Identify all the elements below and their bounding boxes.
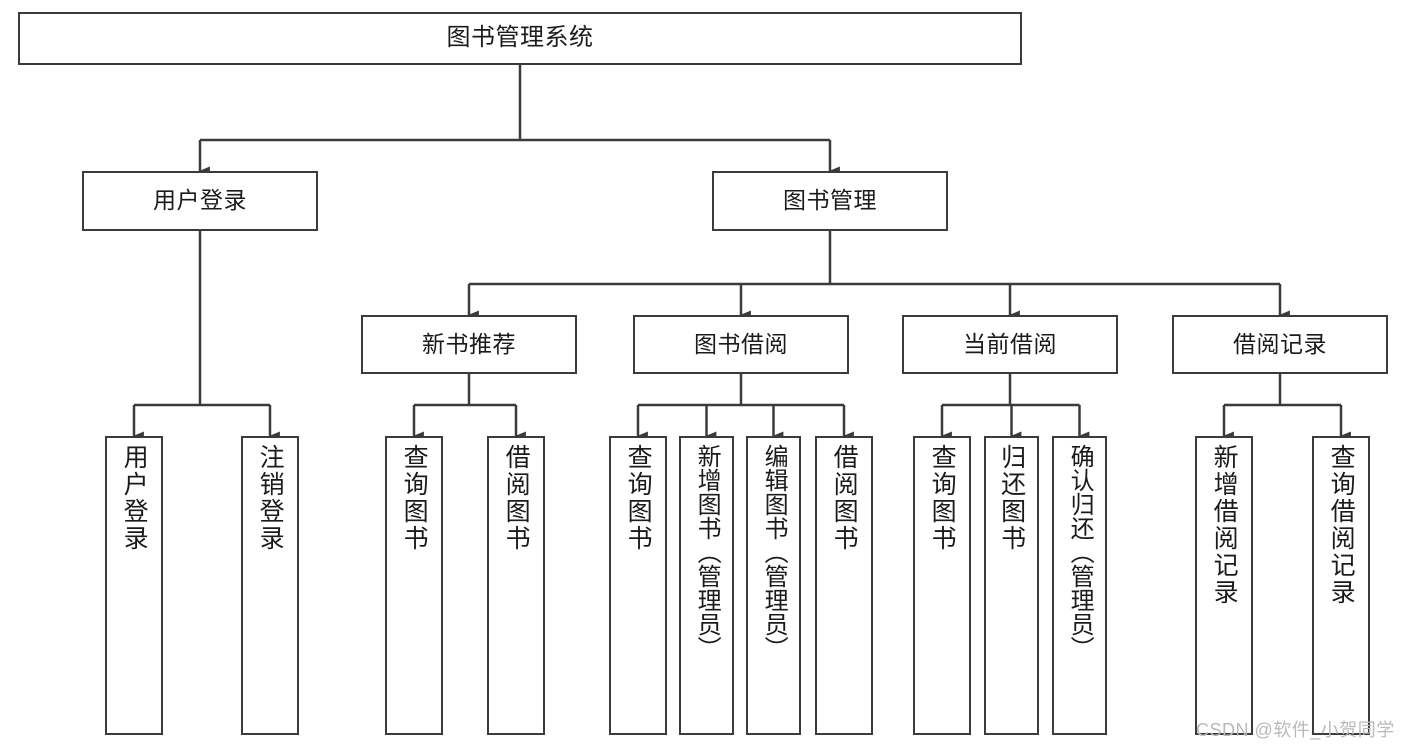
node-label-leaf_add_book: 新增图书（管理员） (693, 444, 721, 660)
node-leaf_query_b1[interactable]: 查询图书 (385, 436, 443, 735)
node-leaf_return[interactable]: 归还图书 (984, 436, 1039, 735)
node-label-leaf_query_b3: 查询图书 (928, 444, 957, 552)
node-label-root: 图书管理系统 (446, 24, 594, 52)
node-label-book_borrow: 图书借阅 (694, 330, 788, 357)
node-book_borrow[interactable]: 图书借阅 (633, 315, 849, 374)
node-label-leaf_query_rec: 查询借阅记录 (1327, 444, 1356, 606)
node-leaf_query_b3[interactable]: 查询图书 (913, 436, 971, 735)
node-leaf_query_b2[interactable]: 查询图书 (609, 436, 667, 735)
node-label-leaf_logout: 注销登录 (256, 444, 285, 552)
node-label-book_manage: 图书管理 (783, 187, 877, 214)
node-leaf_query_rec[interactable]: 查询借阅记录 (1312, 436, 1370, 735)
node-label-leaf_add_rec: 新增借阅记录 (1210, 444, 1239, 606)
node-leaf_user_login[interactable]: 用户登录 (105, 436, 163, 735)
node-label-leaf_query_b1: 查询图书 (400, 444, 429, 552)
node-leaf_confirm[interactable]: 确认归还（管理员） (1052, 436, 1107, 735)
node-label-new_book_rec: 新书推荐 (422, 330, 516, 357)
node-label-leaf_borrow_b1: 借阅图书 (502, 444, 531, 552)
node-current_borrow[interactable]: 当前借阅 (902, 315, 1118, 374)
watermark-text: CSDN @软件_小贺同学 (1196, 720, 1395, 740)
node-leaf_borrow_b2[interactable]: 借阅图书 (815, 436, 873, 735)
node-label-leaf_return: 归还图书 (997, 444, 1026, 552)
node-borrow_record[interactable]: 借阅记录 (1172, 315, 1388, 374)
node-leaf_borrow_b1[interactable]: 借阅图书 (487, 436, 545, 735)
node-label-leaf_user_login: 用户登录 (120, 444, 149, 552)
node-user_login[interactable]: 用户登录 (82, 171, 318, 231)
node-leaf_logout[interactable]: 注销登录 (241, 436, 299, 735)
node-new_book_rec[interactable]: 新书推荐 (361, 315, 577, 374)
node-label-leaf_borrow_b2: 借阅图书 (830, 444, 859, 552)
node-root[interactable]: 图书管理系统 (18, 12, 1022, 65)
node-label-borrow_record: 借阅记录 (1233, 330, 1327, 357)
node-label-leaf_query_b2: 查询图书 (624, 444, 653, 552)
node-label-user_login: 用户登录 (153, 187, 247, 214)
node-book_manage[interactable]: 图书管理 (712, 171, 948, 231)
node-label-current_borrow: 当前借阅 (963, 330, 1057, 357)
node-leaf_edit_book[interactable]: 编辑图书（管理员） (746, 436, 801, 735)
node-label-leaf_edit_book: 编辑图书（管理员） (760, 444, 788, 660)
node-label-leaf_confirm: 确认归还（管理员） (1066, 444, 1094, 660)
node-leaf_add_book[interactable]: 新增图书（管理员） (679, 436, 734, 735)
node-leaf_add_rec[interactable]: 新增借阅记录 (1195, 436, 1253, 735)
